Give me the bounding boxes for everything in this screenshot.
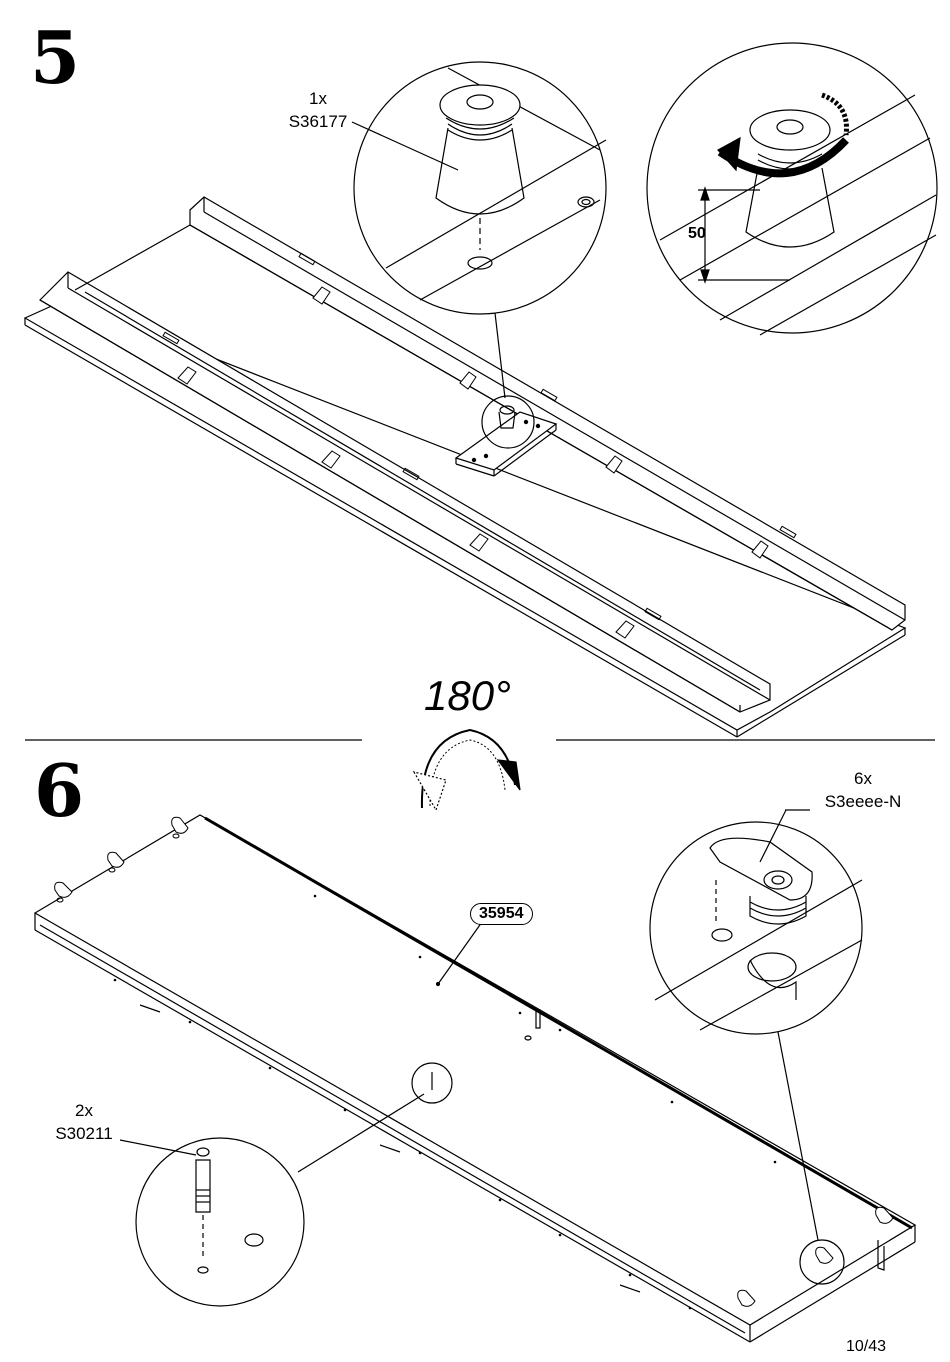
height-dimension: 50: [688, 225, 706, 243]
step-number-5: 5: [30, 22, 80, 94]
rotation-arrow: [414, 730, 520, 810]
rotation-label: 180°: [424, 672, 511, 720]
foot-part-label: 1x S36177: [278, 88, 358, 134]
dowel-qty: 2x: [44, 1100, 124, 1123]
dowel-code: S30211: [44, 1123, 124, 1146]
step5-adjust-detail: [647, 43, 937, 335]
foot-code: S36177: [278, 111, 358, 134]
step5-foot-detail: [352, 62, 606, 314]
page-number: 10/43: [846, 1338, 886, 1356]
step-number-6: 6: [34, 755, 84, 827]
step6-dowel-detail: [120, 1094, 424, 1306]
cam-qty: 6x: [808, 768, 918, 791]
panel-part-tag: 35954: [470, 903, 533, 925]
cam-part-label: 6x S3eeee-N: [808, 768, 918, 814]
cam-code: S3eeee-N: [808, 791, 918, 814]
foot-qty: 1x: [278, 88, 358, 111]
dowel-part-label: 2x S30211: [44, 1100, 124, 1146]
